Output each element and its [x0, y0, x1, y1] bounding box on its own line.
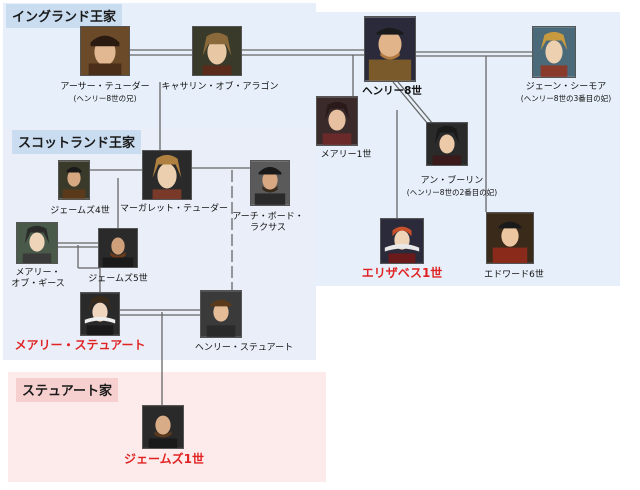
- portrait-mary1: [316, 96, 358, 146]
- name-james4: ジェームズ4世: [50, 206, 110, 216]
- portrait-james4: [58, 160, 90, 200]
- portrait-james1: [142, 405, 184, 449]
- name-catherine: キャサリン・オブ・アラゴン: [161, 82, 279, 92]
- name-archibald: アーチ・ボード・ ラクサス: [232, 212, 304, 233]
- portrait-henry8: [364, 16, 416, 82]
- portrait-catherine: [192, 26, 242, 76]
- portrait-margaret: [142, 150, 192, 200]
- portrait-jane: [532, 26, 576, 78]
- portrait-anne: [426, 122, 468, 166]
- name-arthur: アーサー・テューダー (ヘンリー8世の兄): [60, 82, 150, 103]
- name-james5: ジェームズ5世: [88, 274, 148, 284]
- portrait-elizabeth1: [380, 218, 424, 264]
- portrait-maryguise: [16, 222, 58, 264]
- portrait-arthur: [80, 26, 130, 76]
- name-edward6: エドワード6世: [484, 270, 544, 280]
- portrait-edward6: [486, 212, 534, 264]
- stuart-title: ステュアート家: [16, 378, 118, 402]
- portrait-james5: [98, 228, 138, 268]
- name-maryqs: メアリー・ステュアート: [14, 338, 146, 352]
- name-henrystuart: ヘンリー・ステュアート: [194, 343, 294, 353]
- england-title: イングランド王家: [6, 4, 123, 28]
- portrait-maryqs: [80, 292, 120, 336]
- name-margaret: マーガレット・テューダー: [119, 204, 229, 214]
- name-elizabeth1: エリザベス1世: [361, 266, 443, 280]
- name-henry8: ヘンリー8世: [362, 85, 422, 97]
- name-jane: ジェーン・シーモア (ヘンリー8世の3番目の妃): [520, 82, 612, 103]
- name-james1: ジェームズ1世: [124, 452, 204, 466]
- name-mary1: メアリー1世: [320, 150, 372, 160]
- portrait-archibald: [250, 160, 290, 206]
- scotland-title: スコットランド王家: [12, 130, 142, 154]
- name-maryguise: メアリー・ オブ・ギース: [11, 268, 65, 289]
- portrait-henrystuart: [200, 290, 242, 338]
- name-anne: アン・ブーリン (ヘンリー8世の2番目の妃): [406, 176, 498, 197]
